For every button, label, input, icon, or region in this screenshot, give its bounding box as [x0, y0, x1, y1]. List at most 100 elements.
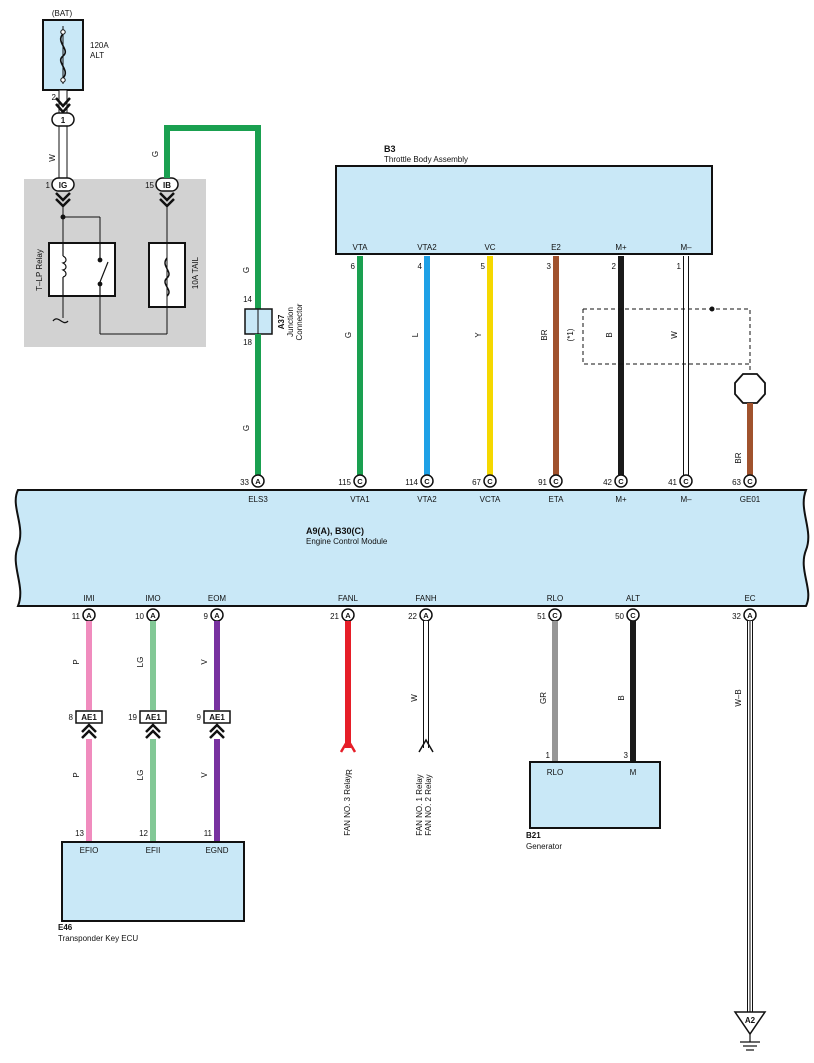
- throttle-wire-label-VTA2: L: [411, 332, 420, 337]
- throttle-wire-label-M–: W: [670, 331, 679, 339]
- ecm-top-pin-num-M+: 42: [603, 478, 612, 487]
- imm-wire-upper-label-1: LG: [136, 657, 145, 668]
- ae1-label-0: AE1: [81, 713, 97, 722]
- throttle-wire-label-E2: BR: [540, 329, 549, 340]
- imm-wire-lower-label-1: LG: [136, 770, 145, 781]
- fuse-name: ALT: [90, 51, 104, 60]
- relay-pin-ig-num: 1: [46, 181, 51, 190]
- ecm-top-pin-num-M–: 41: [668, 478, 677, 487]
- ecm-top-pin-num-VCTA: 67: [472, 478, 481, 487]
- ae1-connector-1: [139, 710, 167, 724]
- generator-terminal-M: M: [630, 768, 637, 777]
- fanh-dest-2: FAN NO. 2 Relay: [424, 774, 433, 835]
- bat-label: (BAT): [52, 9, 73, 18]
- junction-pin-bottom: 18: [243, 338, 252, 347]
- ecm-top-pin-ETA-letter: C: [553, 477, 559, 486]
- throttle-pin-1: 1: [677, 262, 682, 271]
- throttle-terminal-VTA2: VTA2: [417, 243, 437, 252]
- relay-pin-ib-num: 15: [145, 181, 154, 190]
- throttle-terminal-VC: VC: [484, 243, 495, 252]
- relay-pin-ig: [51, 177, 75, 192]
- throttle-wire-label-M+: B: [605, 332, 614, 337]
- joint-connector: [51, 112, 75, 127]
- ae1-connector-2: [203, 710, 231, 724]
- ecm-bottom-pin-name-IMO: IMO: [145, 594, 160, 603]
- fanl-connector-icon: [339, 737, 357, 753]
- imm-wire-lower-label-2: V: [200, 772, 209, 778]
- ecm-top-pin-M–-letter: C: [683, 477, 689, 486]
- throttle-id: B3: [384, 144, 396, 154]
- throttle-terminal-M+: M+: [615, 243, 627, 252]
- shield-drain-dot: [709, 306, 715, 312]
- ecm-top-pin-name-VCTA: VCTA: [480, 495, 501, 504]
- tail-fuse-label: 10A TAIL: [191, 256, 200, 289]
- ec-ground-wire-label: W–B: [734, 689, 743, 706]
- ecm-top-pin-VCTA-letter: C: [487, 477, 493, 486]
- ecm-top-pin-name-GE01: GE01: [740, 495, 761, 504]
- ecm-bottom-pin-ALT-letter: C: [630, 611, 636, 620]
- relay-coil-icon: [61, 243, 67, 296]
- transponder-terminal-EFIO: EFIO: [80, 846, 99, 855]
- ecm-bottom-pins: IMIA11IMOA10EOMA9FANLA21FANHA22RLOC51ALT…: [72, 594, 757, 622]
- ecm-top-pin-num-ETA: 91: [538, 478, 547, 487]
- t-lp-relay-box: [48, 242, 116, 297]
- ecm-bottom-pin-IMI-letter: A: [86, 611, 92, 620]
- ecm-top-pin-VTA1: [353, 474, 367, 488]
- junction-wire-lower: G: [242, 425, 251, 431]
- relay-junction-dot: [60, 214, 66, 220]
- junction-wire-upper: G: [242, 267, 251, 273]
- joint-label: 1: [61, 116, 66, 125]
- ecm-top-pins: A33ELS3C115VTA1C114VTA2C67VCTAC91ETAC42M…: [240, 474, 761, 504]
- throttle-terminal-M–: M–: [680, 243, 692, 252]
- generator-name: Generator: [526, 842, 562, 851]
- ecm-bottom-pin-FANH-letter: A: [423, 611, 429, 620]
- throttle-name: Throttle Body Assembly: [384, 155, 468, 164]
- transponder-pin-EFIO: 13: [75, 829, 84, 838]
- generator-id: B21: [526, 831, 541, 840]
- ae1-label-1: AE1: [145, 713, 161, 722]
- ecm-top-pin-num-VTA2: 114: [405, 478, 418, 487]
- fanh-wire-label: W: [410, 694, 419, 702]
- ecm-top-pin-name-ETA: ETA: [549, 495, 565, 504]
- junction-name-2: Connector: [295, 303, 304, 340]
- ecm-top-pin-num-ELS3: 33: [240, 478, 249, 487]
- ecm-bottom-pin-FANL-letter: A: [345, 611, 351, 620]
- generator-box: [529, 761, 661, 829]
- relay-pin-ib-label: IB: [163, 181, 171, 190]
- ecm-bottom-pin-num-IMI: 11: [72, 612, 81, 621]
- throttle-wire-label-VC: Y: [474, 332, 483, 338]
- ecm-name: Engine Control Module: [306, 537, 388, 546]
- transponder-terminal-EGND: EGND: [205, 846, 228, 855]
- relay-switch-icon: [97, 243, 109, 296]
- generator-wire-label-RLO: GR: [539, 692, 548, 704]
- ecm-bottom-pin-name-EOM: EOM: [208, 594, 227, 603]
- ecm-top-pin-GE01-letter: C: [747, 477, 753, 486]
- ecm-bottom-pin-name-RLO: RLO: [547, 594, 563, 603]
- ecm-top-pin-num-VTA1: 115: [338, 478, 351, 487]
- ae1-pin-0: 8: [69, 713, 74, 722]
- wire-g-tail: [164, 125, 261, 309]
- ecm-bottom-pin-name-FANL: FANL: [338, 594, 359, 603]
- throttle-body-box: [335, 165, 713, 255]
- ae1-label-2: AE1: [209, 713, 225, 722]
- junction-id: A37: [277, 314, 286, 329]
- tail-fuse-icon: [164, 243, 170, 307]
- ae1-pin-2: 9: [197, 713, 202, 722]
- ecm-top-pin-M+: [614, 474, 628, 488]
- transponder-id: E46: [58, 923, 73, 932]
- ecm-bottom-pin-name-FANH: FANH: [415, 594, 437, 603]
- ecm-top-pin-VTA2-letter: C: [424, 477, 430, 486]
- fuse-symbol-icon: [59, 26, 67, 84]
- generator-pin-M: 3: [624, 751, 629, 760]
- ecm-top-pin-VTA1-letter: C: [357, 477, 363, 486]
- ecm-bottom-pin-name-EC: EC: [744, 594, 755, 603]
- fuse-rating: 120A: [90, 41, 109, 50]
- ecm-top-pin-M+-letter: C: [618, 477, 624, 486]
- ecm-id: A9(A), B30(C): [306, 526, 364, 536]
- relay-label: T–LP Relay: [35, 249, 44, 291]
- throttle-pin-4: 4: [418, 262, 423, 271]
- imm-wire-upper-label-2: V: [200, 659, 209, 665]
